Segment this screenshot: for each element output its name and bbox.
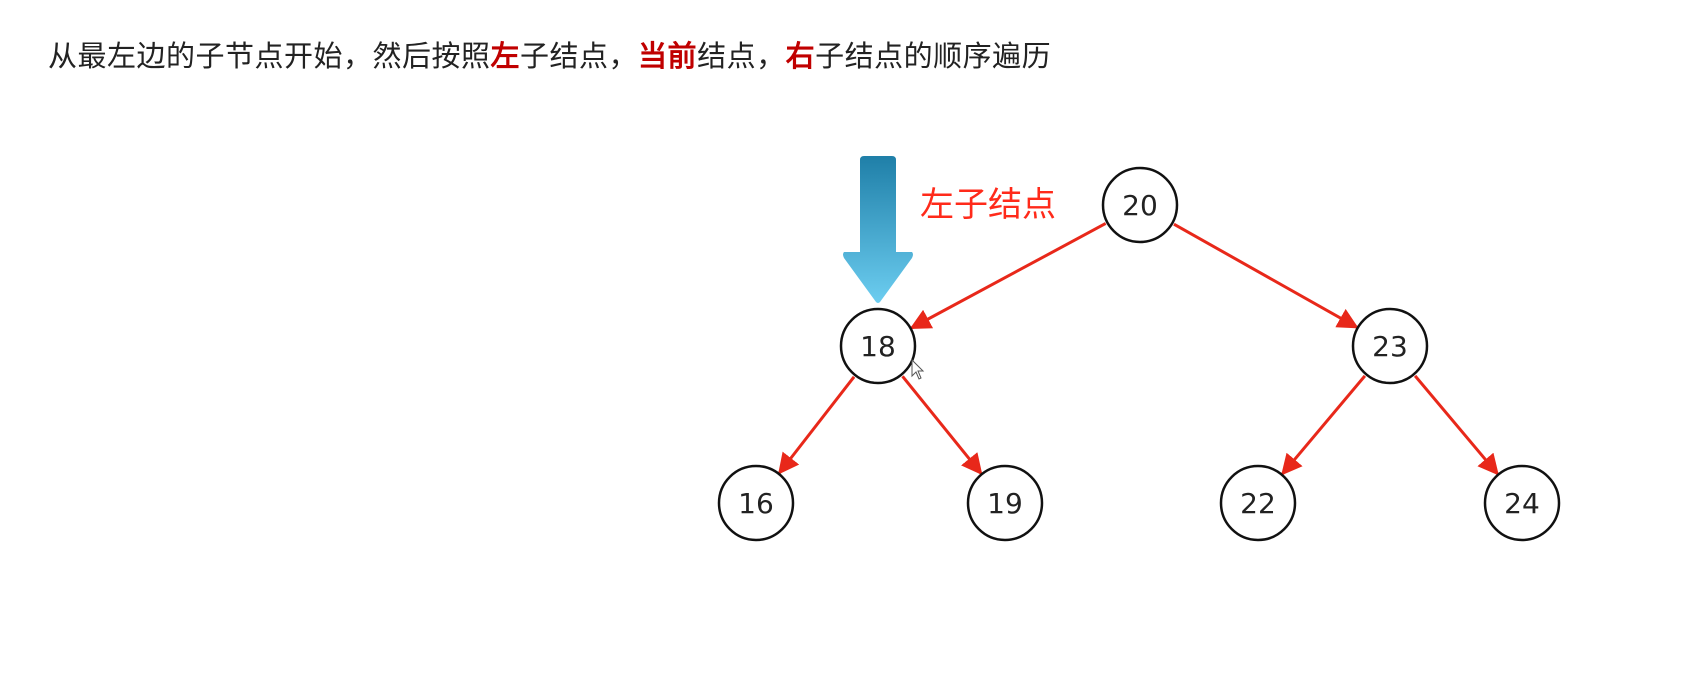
tree-edge-n23-n24 (1413, 374, 1499, 476)
emphasis-left: 左 (490, 39, 521, 73)
node-circle (1219, 464, 1297, 542)
description-text: 从最左边的子节点开始，然后按照 (48, 39, 491, 73)
tree-edge-n20-n18 (909, 222, 1107, 330)
tree-node: 16 (717, 464, 795, 542)
tree-node: 23 (1351, 307, 1429, 385)
node-circle (1101, 166, 1179, 244)
tree-edge-n20-n23 (1173, 222, 1359, 329)
node-circle (839, 307, 917, 385)
node-circle (1351, 307, 1429, 385)
down-arrow-icon (843, 156, 913, 303)
description-text: 结点， (697, 39, 786, 73)
tree-node: 24 (1483, 464, 1561, 542)
left-child-hint-label: 左子结点 (920, 185, 1056, 225)
tree-edge-n23-n22 (1281, 374, 1367, 476)
node-value-label: 24 (1504, 487, 1540, 520)
mouse-cursor-icon (911, 358, 925, 380)
tree-edge-n18-n19 (901, 375, 983, 476)
tree-node: 18 (839, 307, 917, 385)
tree-node: 19 (966, 464, 1044, 542)
tree-edges (778, 222, 1499, 476)
tree-node: 20 (1101, 166, 1179, 244)
node-circle (966, 464, 1044, 542)
node-value-label: 22 (1240, 487, 1276, 520)
node-value-label: 23 (1372, 330, 1408, 363)
description-text: 子结点， (520, 39, 639, 73)
tree-nodes: 20 18 23 16 19 22 24 (717, 166, 1561, 542)
node-value-label: 18 (860, 330, 896, 363)
emphasis-current: 当前 (638, 39, 698, 73)
tree-edge-n18-n16 (778, 375, 856, 475)
tree-node: 22 (1219, 464, 1297, 542)
node-value-label: 19 (987, 487, 1023, 520)
description-text: 子结点的顺序遍历 (815, 39, 1052, 73)
node-circle (717, 464, 795, 542)
traversal-description: 从最左边的子节点开始，然后按照左子结点，当前结点，右子结点的顺序遍历 (48, 36, 1051, 76)
emphasis-right: 右 (785, 39, 816, 73)
node-value-label: 20 (1122, 189, 1158, 222)
node-value-label: 16 (738, 487, 774, 520)
node-circle (1483, 464, 1561, 542)
